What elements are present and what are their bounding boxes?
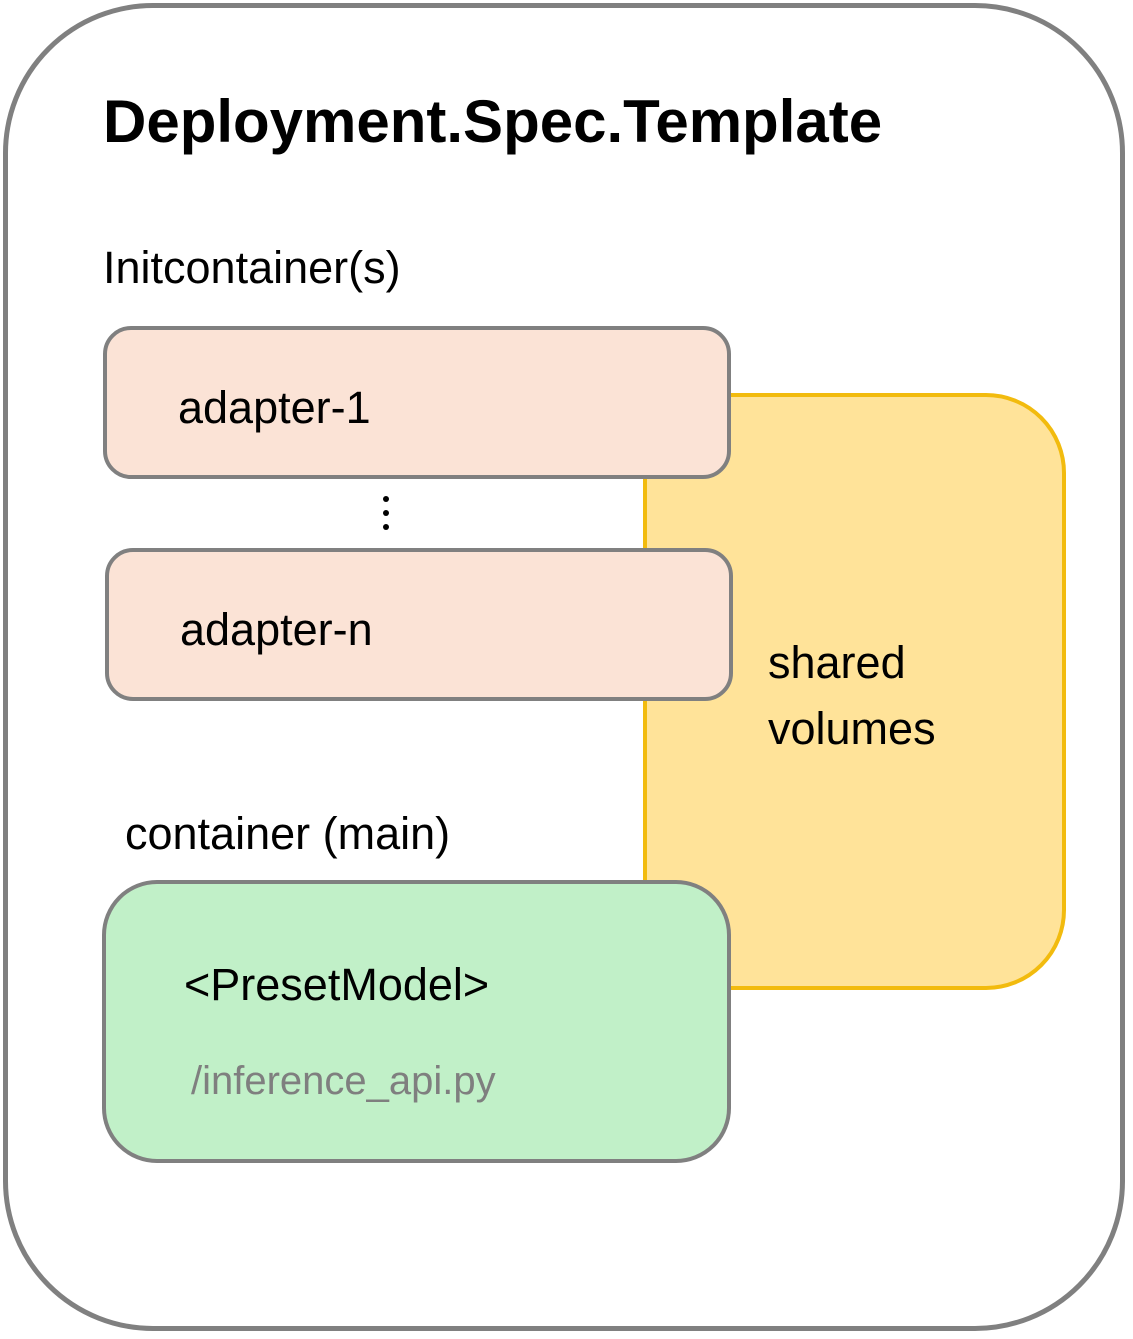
adapter-1-box: adapter-1	[103, 326, 731, 479]
adapter-1-label: adapter-1	[178, 382, 371, 433]
main-container-label: container (main)	[125, 808, 451, 859]
adapter-n-box: adapter-n	[105, 548, 733, 701]
main-container-box: <PresetModel> /inference_api.py	[102, 880, 731, 1163]
deployment-template-frame	[3, 3, 1125, 1331]
adapter-n-label: adapter-n	[180, 604, 373, 655]
preset-model-label: <PresetModel>	[184, 959, 490, 1010]
inference-file-label: /inference_api.py	[191, 1059, 496, 1103]
shared-volumes-line-1: shared	[768, 637, 906, 688]
shared-volumes-label: shared volumes	[768, 630, 936, 762]
initcontainers-label: Initcontainer(s)	[103, 242, 401, 293]
vertical-ellipsis-icon	[380, 494, 392, 536]
shared-volumes-line-2: volumes	[768, 703, 936, 754]
diagram-title: Deployment.Spec.Template	[103, 88, 883, 155]
